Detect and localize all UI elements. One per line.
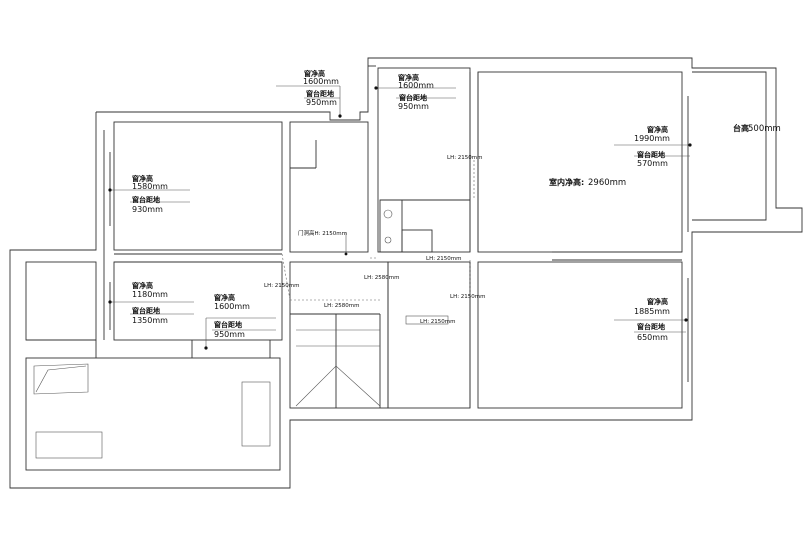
sill-height-label: 窗台距地	[306, 89, 334, 98]
window-height-value: 1600mm	[398, 81, 434, 90]
window-label-w5: 窗净高 1180mm 窗台距地 1350mm	[132, 281, 168, 325]
sill-height-value: 930mm	[132, 205, 163, 214]
lintel-height-label: LH: 2150mm	[450, 294, 486, 300]
walls	[9, 57, 803, 489]
sill-height-value: 950mm	[214, 330, 245, 339]
sill-height-value: 950mm	[306, 98, 337, 107]
sill-height-value: 650mm	[637, 333, 668, 342]
platform-height-value: 500mm	[748, 124, 781, 134]
window-height-label: 窗净高	[647, 297, 668, 306]
window-label-w3: 窗净高 1990mm 窗台距地 570mm	[634, 125, 670, 168]
window-label-w2: 窗净高 1600mm 窗台距地 950mm	[398, 73, 434, 111]
window-label-w7: 窗净高 1885mm 窗台距地 650mm	[634, 297, 670, 342]
lintel-height-label: LH: 2150mm	[447, 155, 483, 161]
window-height-label: 窗净高	[398, 73, 419, 82]
window-height-value: 1600mm	[303, 77, 339, 86]
window-height-label: 窗净高	[132, 281, 153, 290]
window-height-label: 窗净高	[647, 125, 668, 134]
window-label-w6: 窗净高 1600mm 窗台距地 950mm	[214, 293, 250, 339]
ceiling-height-value: 2960mm	[588, 178, 626, 188]
lintel-height-label: LH: 2150mm	[420, 319, 456, 325]
window-label-w4: 窗净高 1580mm 窗台距地 930mm	[132, 174, 168, 214]
window-height-label: 窗净高	[214, 293, 235, 302]
window-height-value: 1180mm	[132, 290, 168, 299]
window-height-value: 1600mm	[214, 302, 250, 311]
sill-height-label: 窗台距地	[637, 322, 665, 331]
window-height-value: 1990mm	[634, 134, 670, 143]
sill-height-value: 1350mm	[132, 316, 168, 325]
leaders	[108, 85, 692, 350]
sill-height-value: 950mm	[398, 102, 429, 111]
sill-height-label: 窗台距地	[399, 93, 427, 102]
sill-height-label: 窗台距地	[214, 320, 242, 329]
window-height-value: 1885mm	[634, 307, 670, 316]
lintel-height-label: LH: 2580mm	[324, 303, 360, 309]
sill-height-label: 窗台距地	[637, 150, 665, 159]
window-height-label: 窗净高	[132, 174, 153, 183]
lintel-height-label: LH: 2150mm	[264, 283, 300, 289]
window-label-w1: 窗净高 1600mm 窗台距地 950mm	[303, 69, 339, 107]
ceiling-height-label: 室内净高:	[549, 177, 584, 187]
sill-height-label: 窗台距地	[132, 195, 160, 204]
sill-height-value: 570mm	[637, 159, 668, 168]
window-height-label: 窗净高	[304, 69, 325, 78]
sill-height-label: 窗台距地	[132, 306, 160, 315]
lintel-height-label: LH: 2150mm	[426, 256, 462, 262]
door-opening-height: 门洞高H: 2150mm	[298, 229, 347, 237]
lintel-height-label: LH: 2580mm	[364, 275, 400, 281]
window-height-value: 1580mm	[132, 182, 168, 191]
platform-height-label: 台高	[733, 123, 749, 133]
